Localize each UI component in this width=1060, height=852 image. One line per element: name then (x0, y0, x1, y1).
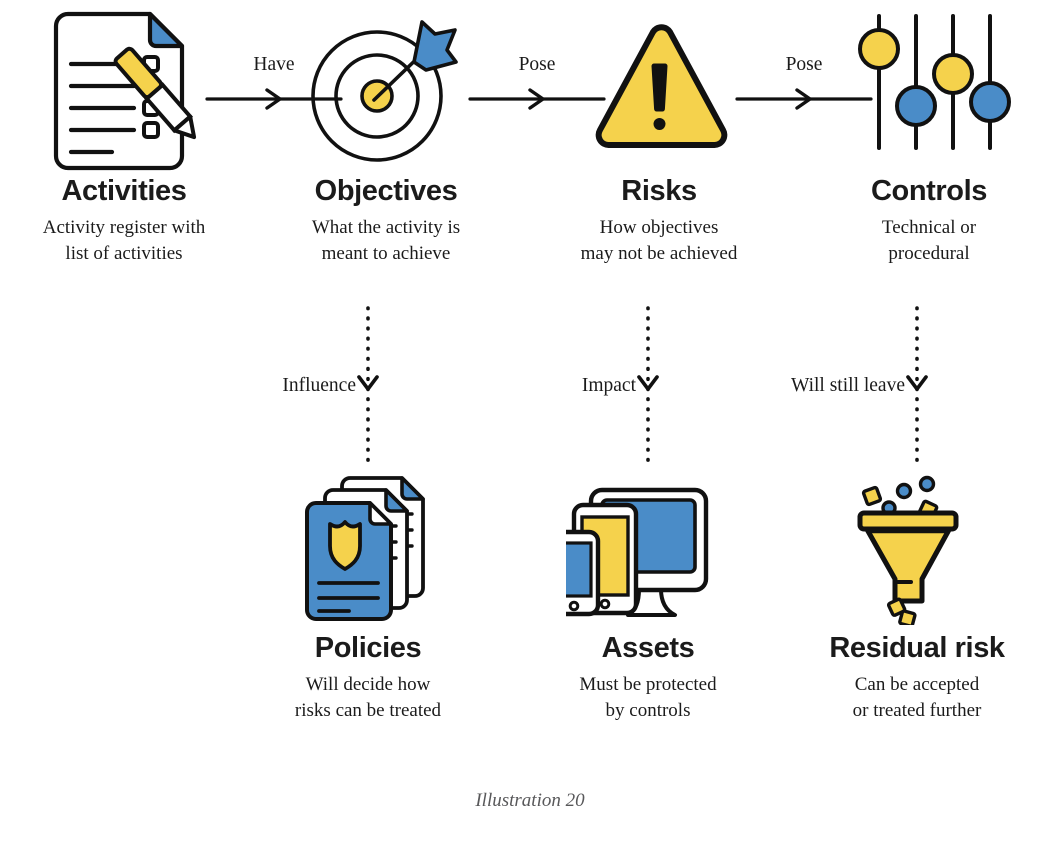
node-desc-residual-risk: Can be accepted or treated further (852, 674, 982, 721)
node-residual-risk: Residual risk Can be accepted or treated… (793, 470, 1041, 723)
connector-label-will-still-leave: Will still leave (790, 374, 905, 396)
connector-risks-to-controls: Pose (735, 54, 873, 110)
node-title-objectives: Objectives (314, 175, 458, 207)
document-stack-with-shield-icon (286, 470, 451, 625)
warning-triangle-icon (577, 8, 742, 176)
slider-controls-icon (847, 8, 1012, 176)
illustration-caption: Illustration 20 (475, 790, 585, 811)
node-desc-activities: Activity register with list of activitie… (42, 217, 206, 264)
node-desc-controls: Technical or procedural (881, 217, 977, 264)
node-objectives: Objectives What the activity is meant to… (262, 8, 510, 266)
node-desc-objectives: What the activity is meant to achieve (311, 217, 461, 264)
node-desc-assets: Must be protected by controls (579, 674, 717, 721)
node-title-controls: Controls (870, 175, 987, 207)
connector-label-pose-2: Pose (785, 54, 823, 75)
connector-label-impact: Impact (581, 374, 636, 396)
node-desc-policies: Will decide how risks can be treated (294, 674, 442, 721)
node-controls: Controls Technical or procedural (805, 8, 1053, 266)
devices-monitor-tablet-phone-icon (547, 470, 731, 625)
node-title-policies: Policies (314, 632, 422, 664)
connector-label-have: Have (253, 54, 295, 75)
connector-controls-to-residual-risk: Will still leave (791, 305, 929, 470)
node-title-risks: Risks (621, 175, 697, 207)
node-title-residual-risk: Residual risk (829, 632, 1005, 664)
node-activities: Activities Activity register with list o… (0, 8, 248, 266)
node-assets: Assets Must be protected by controls (524, 470, 772, 723)
node-risks: Risks How objectives may not be achieved (535, 8, 783, 266)
node-title-assets: Assets (601, 632, 695, 664)
connector-objectives-to-risks: Pose (468, 54, 606, 110)
funnel-icon (835, 470, 1000, 628)
connector-label-influence: Influence (282, 374, 356, 396)
checklist-document-with-pen-icon (42, 8, 207, 176)
node-policies: Policies Will decide how risks can be tr… (244, 470, 492, 723)
target-with-arrow-icon (304, 8, 469, 176)
connector-objectives-to-policies: Influence (282, 305, 380, 470)
connector-label-pose-1: Pose (518, 54, 556, 75)
node-desc-risks: How objectives may not be achieved (580, 217, 738, 264)
connector-risks-to-assets: Impact (582, 305, 660, 470)
connector-activities-to-objectives: Have (205, 54, 343, 110)
node-title-activities: Activities (61, 175, 187, 207)
